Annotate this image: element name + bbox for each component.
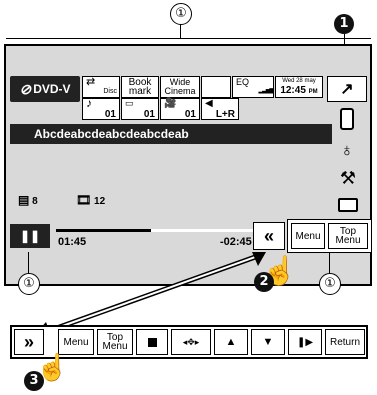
title-info: 🎞 12 [76,193,105,207]
repeat-icon: ⇄ [86,76,96,88]
pause-button[interactable]: ❚❚ [10,224,50,248]
progress-fill [56,229,151,232]
time-text: 12:45 [280,85,306,96]
toolbar-top-menu-button[interactable]: Top Menu [97,329,133,355]
cursor-button[interactable]: ◂✥▸ [171,329,211,355]
triangle-down-icon: ▼ [262,335,274,348]
settings-tools-icon[interactable]: ⚒ [339,168,357,188]
disc-label: Disc [103,88,117,95]
double-chevron-left-icon: « [263,225,274,246]
callout-black-1: 1 [334,14,354,34]
down-button[interactable]: ▼ [251,329,285,355]
note-icon: ♪ [86,96,92,110]
source-badge[interactable]: ⊘ DVD-V [10,76,80,102]
disc-button[interactable]: ⇄ Disc [82,76,120,98]
expand-arrow-icon: ↗ [340,80,354,98]
time-row: 12:45 PM [280,86,317,97]
phone-icon[interactable] [340,108,354,130]
audio-value: 01 [104,109,116,120]
title-count: 12 [94,196,106,207]
toolbar-menu-button[interactable]: Menu [58,329,94,355]
chapter-info: ▤ 8 [18,193,38,207]
camera-icon[interactable] [338,198,358,212]
right-circle-leader [329,253,330,273]
hide-keys-button[interactable]: » [14,329,44,355]
up-button[interactable]: ▲ [214,329,248,355]
stop-icon [147,337,157,347]
disc-logo-icon: ⊘ [19,80,32,97]
return-button[interactable]: Return [325,329,365,355]
navigation-pin-icon[interactable]: ♁ [340,140,354,160]
subtitle-button[interactable]: ▭ 01 [121,98,159,120]
slow-forward-icon: ❚▶ [296,336,314,348]
chapter-icon: ▤ [18,193,30,207]
audio-channel-button[interactable]: ◀ L+R [201,98,239,120]
stop-button[interactable] [136,329,168,355]
blank-header-button[interactable] [201,76,231,98]
callout-circle-left: ① [18,273,40,295]
elapsed-time: 01:45 [58,236,87,248]
pause-icon: ❚❚ [19,229,41,243]
clock-display: Wed 28 may 12:45 PM [275,76,323,98]
bracket-line-top [180,24,181,38]
eq-button[interactable]: EQ ▂▃▅▆ [232,76,274,98]
eq-label: EQ [236,77,250,87]
subtitle-icon: ▭ [125,98,134,108]
callout-black-2: 2 [254,272,274,292]
ampm-text: PM [308,89,318,95]
camera-angle-icon: 🎥 [164,98,177,109]
film-icon: 🎞 [76,193,92,207]
chapter-count: 8 [32,196,38,207]
triangle-up-icon: ▲ [225,335,237,348]
callout-black-3: 3 [24,371,44,391]
eq-bars-icon: ▂▃▅▆ [258,88,275,94]
remaining-time: -02:45 [220,236,252,248]
date-text: Wed 28 may [282,78,316,84]
title-bar: Abcdeabcdeabcdeabcdeab [10,124,332,144]
source-label: DVD-V [33,82,71,96]
channel-value: L+R [215,109,235,120]
show-keys-button[interactable]: « [253,222,285,250]
wide-cinema-button[interactable]: Wide Cinema [160,76,200,98]
subtitle-value: 01 [143,109,155,120]
callout-circle-right: ① [319,273,341,295]
progress-track[interactable] [56,229,266,232]
menu-button[interactable]: Menu [291,223,325,249]
angle-button[interactable]: 🎥 01 [160,98,200,120]
top-menu-button[interactable]: Top Menu [328,223,368,249]
double-chevron-right-icon: » [23,331,34,352]
speaker-icon: ◀ [205,98,213,109]
audio-button[interactable]: ♪ 01 [82,96,120,120]
bracket-line-horizontal [6,38,371,39]
slow-play-button[interactable]: ❚▶ [288,329,322,355]
bookmark-button[interactable]: Book mark [121,76,159,98]
left-circle-leader [28,252,29,273]
expand-button[interactable]: ↗ [327,76,367,102]
angle-value: 01 [184,109,196,120]
callout-circle-top: ① [170,3,192,25]
four-way-arrows-icon: ◂✥▸ [182,336,200,347]
